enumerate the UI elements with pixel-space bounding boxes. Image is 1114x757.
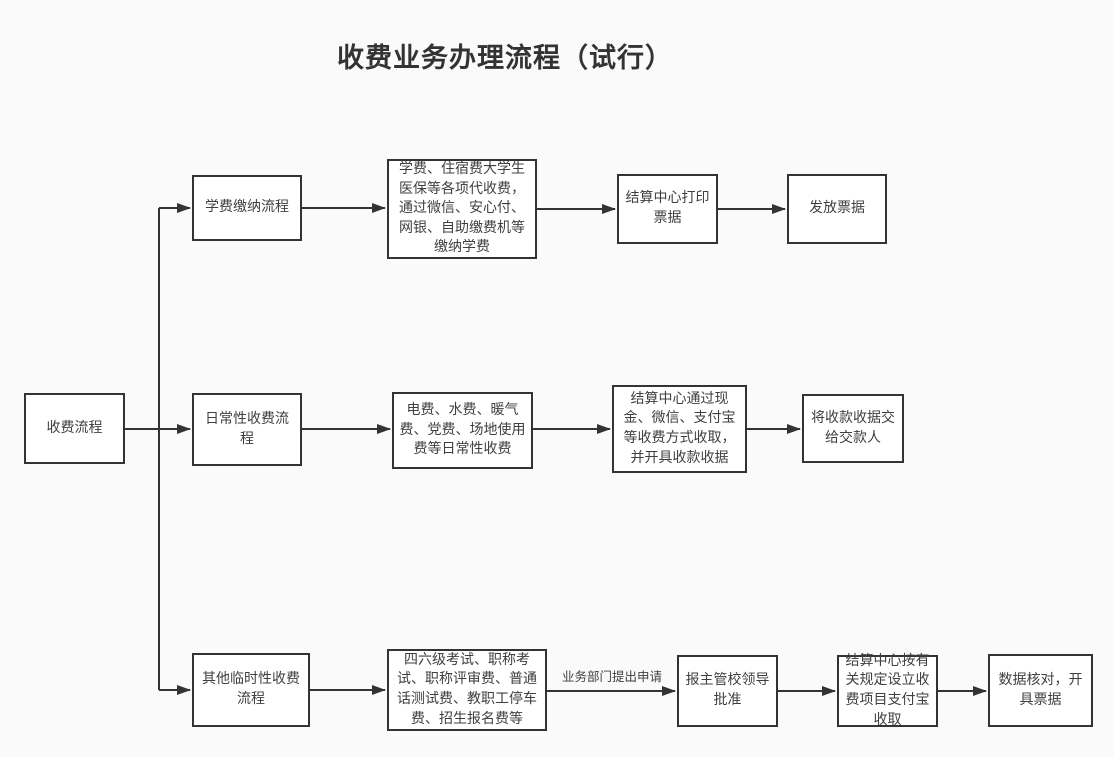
node-data-check-issue-invoice: 数据核对，开具票据 bbox=[988, 654, 1093, 727]
page-title: 收费业务办理流程（试行） bbox=[337, 43, 673, 74]
node-daily-fee-process: 日常性收费流程 bbox=[192, 393, 302, 466]
node-tuition-process: 学费缴纳流程 bbox=[192, 175, 302, 241]
node-fee-process-root: 收费流程 bbox=[24, 393, 125, 464]
node-issue-invoice: 发放票据 bbox=[787, 174, 887, 244]
node-tuition-detail: 学费、住宿费大学生医保等各项代收费，通过微信、安心付、网银、自助缴费机等缴纳学费 bbox=[387, 159, 537, 259]
node-other-temp-fee-process: 其他临时性收费流程 bbox=[192, 653, 310, 727]
node-give-receipt-to-payer: 将收款收据交给交款人 bbox=[802, 394, 904, 463]
node-leader-approval: 报主管校领导批准 bbox=[677, 655, 778, 727]
node-settlement-collect-methods: 结算中心通过现金、微信、支付宝等收费方式收取，并开具收款收据 bbox=[612, 385, 747, 473]
edge-label-department-apply: 业务部门提出申请 bbox=[561, 669, 662, 684]
node-daily-fee-detail: 电费、水费、暖气费、党费、场地使用费等日常性收费 bbox=[392, 392, 533, 469]
node-settlement-print-invoice: 结算中心打印票据 bbox=[617, 174, 718, 244]
node-settlement-setup-alipay: 结算中心按有关规定设立收费项目支付宝收取 bbox=[837, 653, 938, 728]
node-other-temp-fee-detail: 四六级考试、职称考试、职称评审费、普通话测试费、教职工停车费、招生报名费等 bbox=[387, 649, 547, 731]
